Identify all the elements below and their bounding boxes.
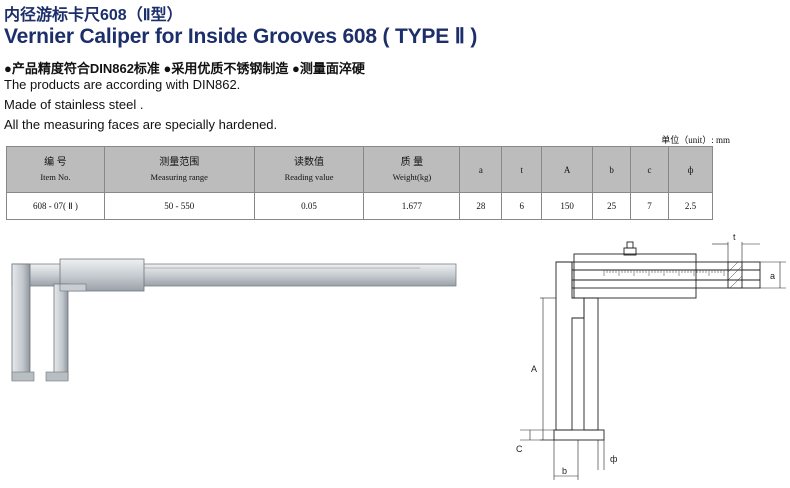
unit-label: 单位（unit）: mm <box>661 135 730 145</box>
cell-c: 7 <box>630 192 670 220</box>
cell-t: 6 <box>501 192 543 220</box>
title-english: Vernier Caliper for Inside Grooves 608 (… <box>4 25 478 48</box>
drawing-hatch <box>727 261 743 289</box>
features-chinese: ●产品精度符合DIN862标准 ●采用优质不锈钢制造 ●测量面淬硬 <box>4 61 365 76</box>
cell-measuring-range: 50 - 550 <box>103 192 255 220</box>
drawing-jaw-tips <box>553 429 605 441</box>
dim-label-A: A <box>531 364 537 374</box>
cell-a: 28 <box>459 192 503 220</box>
dim-label-phi: ф <box>610 454 618 464</box>
title-chinese: 内径游标卡尺608（Ⅱ型） <box>4 7 183 24</box>
cell-phi: 2.5 <box>668 192 713 220</box>
drawing-slider <box>573 253 697 299</box>
drawing-beam <box>571 261 761 289</box>
caliper-moving-jaw <box>45 283 87 382</box>
feature-din862: The products are according with DIN862. <box>4 77 241 92</box>
header-A: A <box>541 146 594 193</box>
drawing-scale-ticks <box>603 270 725 276</box>
feature-stainless: Made of stainless steel . <box>4 97 144 112</box>
cell-item-no: 608 - 07( Ⅱ ) <box>6 192 105 220</box>
dim-label-a: a <box>770 271 775 281</box>
dim-label-t: t <box>733 232 736 242</box>
header-phi: ф <box>668 146 713 193</box>
header-a: a <box>459 146 503 193</box>
drawing-moving-jaw <box>583 297 599 431</box>
dim-label-c: C <box>516 444 523 454</box>
cell-reading-value: 0.05 <box>253 192 365 220</box>
cell-b: 25 <box>592 192 632 220</box>
dim-label-b: b <box>562 466 567 476</box>
drawing-fixed-jaw <box>555 261 585 431</box>
table-row: 608 - 07( Ⅱ ) 50 - 550 0.05 1.677 28 6 1… <box>6 192 713 220</box>
header-t: t <box>501 146 543 193</box>
cell-weight: 1.677 <box>363 192 461 220</box>
drawing-groove-section <box>727 261 743 289</box>
header-b: b <box>592 146 632 193</box>
feature-hardened: All the measuring faces are specially ha… <box>4 117 278 132</box>
drawing-dimensions <box>520 242 786 480</box>
caliper-fixed-jaw <box>11 263 35 382</box>
cell-A: 150 <box>541 192 594 220</box>
